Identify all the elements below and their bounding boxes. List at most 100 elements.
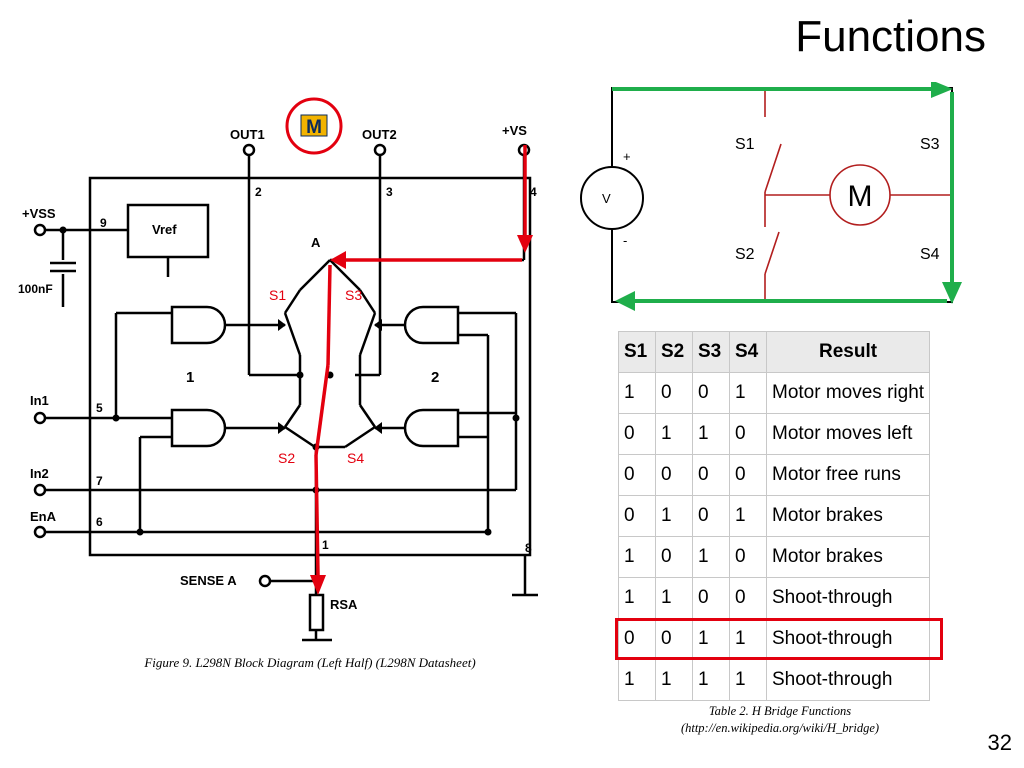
switch-label-s1: S1 [269,287,286,303]
cell: 1 [692,413,730,455]
and-gate-1b [170,408,227,448]
table-row: 0 1 0 1 Motor brakes [618,495,931,537]
shoot-through-highlight-box [615,618,943,660]
cell: 0 [692,495,730,537]
cell: 1 [618,536,656,578]
sense-label: SENSE A [180,573,237,588]
table-caption-line1: Table 2. H Bridge Functions [708,704,852,718]
cell: 0 [655,372,693,414]
l298n-block-diagram: OUT1 OUT2 +VS +VSS Vref 100nF In1 In2 En… [18,97,538,642]
h-bridge-diagram: V + - M S1 S2 S3 S4 [580,82,962,311]
hb-switch-label-s1: S1 [735,136,755,153]
cell: 1 [655,577,693,619]
table-row: 1 0 0 1 Motor moves right [618,372,931,414]
table-row: 0 0 0 0 Motor free runs [618,454,931,496]
result-cell: Motor moves left [765,413,931,455]
cell: 1 [692,659,730,701]
table-row: 1 1 1 1 Shoot-through [618,659,931,701]
result-cell: Motor free runs [765,454,931,496]
hb-switch-label-s3: S3 [920,136,940,153]
motor-symbol [829,164,891,226]
rsa-label: RSA [330,597,358,612]
table-caption: Table 2. H Bridge Functions (http://en.w… [615,703,945,737]
cell: 0 [729,536,767,578]
voltage-source [580,166,644,230]
result-cell: Shoot-through [765,577,931,619]
current-flow-arrows [612,87,954,303]
header-s3: S3 [692,331,730,373]
cell: 1 [618,372,656,414]
pin-label: 2 [255,185,262,199]
cell: 1 [655,413,693,455]
cell: 0 [655,536,693,578]
pin-label: 4 [530,185,537,199]
cell: 0 [618,454,656,496]
cell: 0 [729,413,767,455]
cell: 1 [618,659,656,701]
gate-group-2-label: 2 [431,369,439,386]
page-number: 32 [987,730,1012,755]
switch-label-s3: S3 [345,287,362,303]
cell: 1 [655,495,693,537]
and-gate-1a [170,305,227,345]
source-minus: - [623,233,627,248]
figure-caption: Figure 9. L298N Block Diagram (Left Half… [144,655,476,670]
cell: 1 [729,495,767,537]
slide-title: Functions [795,12,986,61]
out1-label: OUT1 [230,127,265,142]
table-row: 1 0 1 0 Motor brakes [618,536,931,578]
and-gate-2a [403,305,460,345]
cell: 0 [692,372,730,414]
pin-label: 6 [96,515,103,529]
and-gate-2b [403,408,460,448]
hb-switch-label-s2: S2 [735,246,755,263]
header-s1: S1 [618,331,656,373]
logo-letter: M [306,117,322,138]
pin-label: 8 [525,541,532,555]
motor-label: M [848,180,873,213]
vref-label: Vref [152,222,177,237]
vss-label: +VSS [22,206,56,221]
cell: 0 [618,495,656,537]
vs-label: +VS [502,123,527,138]
cell: 0 [729,454,767,496]
cell: 1 [729,659,767,701]
table-header-row: S1 S2 S3 S4 Result [618,331,931,373]
cell: 1 [729,372,767,414]
pin-label: 3 [386,185,393,199]
h-bridge-truth-table: S1 S2 S3 S4 Result 1 0 0 1 Motor moves r… [618,331,931,701]
node-a-label: A [311,235,321,250]
header-s4: S4 [729,331,767,373]
university-logo: M [285,97,343,155]
table-row: 0 1 1 0 Motor moves left [618,413,931,455]
result-cell: Motor moves right [765,372,931,414]
cell: 1 [692,536,730,578]
gate-group-1-label: 1 [186,369,194,386]
hb-switch-label-s4: S4 [920,246,940,263]
cell: 0 [692,454,730,496]
cell: 1 [655,659,693,701]
table-row-highlighted: 0 0 1 1 Shoot-through [618,618,931,660]
cell: 0 [729,577,767,619]
in1-label: In1 [30,393,49,408]
result-cell: Shoot-through [765,659,931,701]
header-result: Result [765,331,931,373]
in2-label: In2 [30,466,49,481]
pin-label: 5 [96,401,103,415]
cell: 0 [655,454,693,496]
result-cell: Shoot-through [765,618,931,660]
current-path-arrow [314,145,527,576]
source-label: V [602,191,611,206]
pin-label: 1 [322,538,329,552]
cell: 0 [618,413,656,455]
chip-outline [88,176,532,557]
table-row: 1 1 0 0 Shoot-through [618,577,931,619]
out2-label: OUT2 [362,127,397,142]
cap-label: 100nF [18,282,53,296]
result-cell: Motor brakes [765,536,931,578]
cell: 1 [618,577,656,619]
table-caption-line2: (http://en.wikipedia.org/wiki/H_bridge) [680,721,880,735]
header-s2: S2 [655,331,693,373]
source-plus: + [623,149,631,164]
pin-label: 7 [96,474,103,488]
